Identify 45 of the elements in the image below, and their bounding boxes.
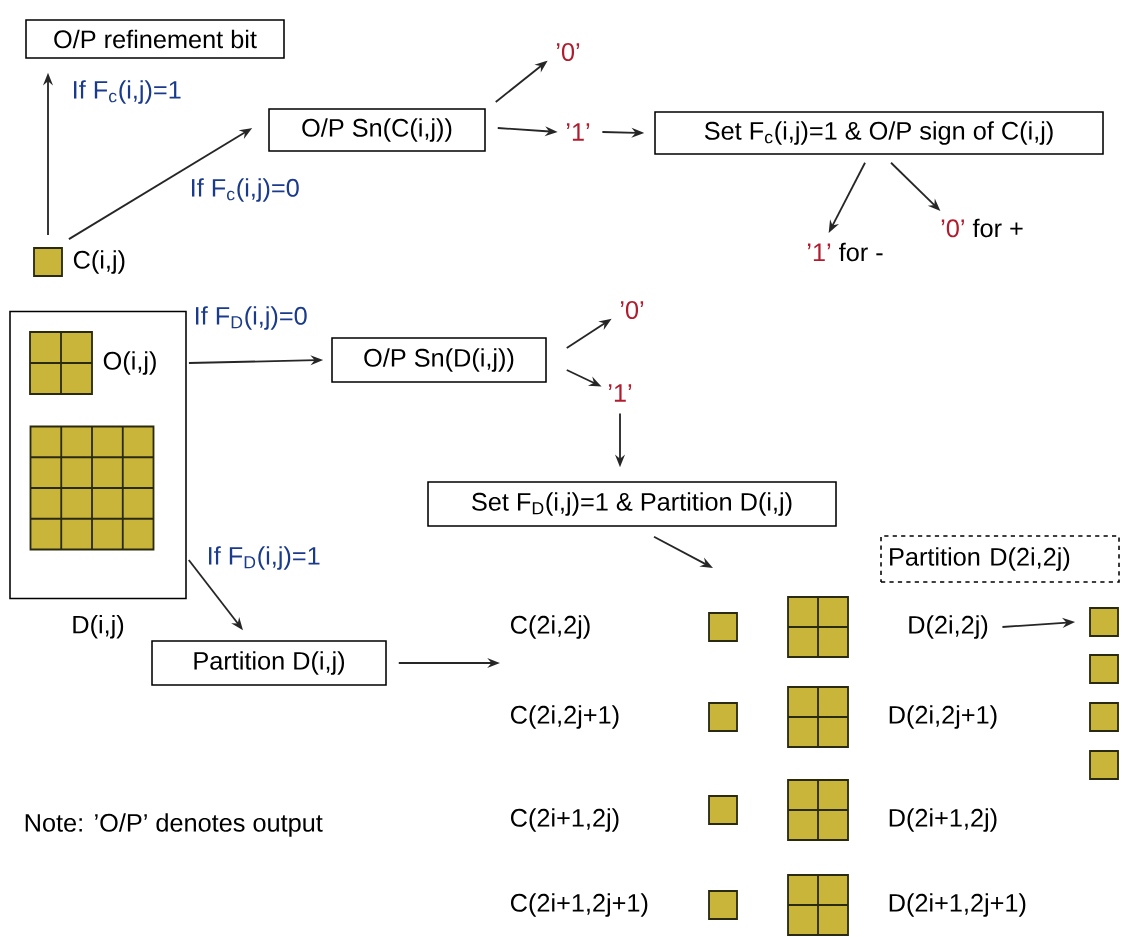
condition-label: If F$_{D}$(i,j)=1 [209,546,320,570]
coefficient-square [708,890,738,920]
process-box: O/P Sn(C(i,j)) [268,108,486,152]
condition-label: If F$_{c}$(i,j)=0 [192,178,299,202]
block-label: C(2i,2j) [510,615,590,639]
block-label: D(2i+1,2j) [889,808,997,832]
block-grid [787,596,849,658]
dashed-box: Partition D(2i,2j) [880,535,1120,583]
block-label: D(2i,2j+1) [889,705,997,729]
bit-value: ’1’ [608,384,632,402]
process-box: Set F$_{c}$(i,j)=1 & O/P sign of C(i,j) [654,111,1104,155]
bit-value: ’1’ [566,123,590,141]
bit-value: ’0’ [556,43,580,61]
note-text: Note: ’O/P’ denotes output [25,813,323,837]
condition-label: If F$_{c}$(i,j)=1 [74,80,181,104]
bit-value: ’0’ [620,301,644,319]
coefficient-square [1089,702,1119,732]
block-label: O(i,j) [103,351,156,375]
block-grid [787,686,849,748]
block-label: C(i,j) [73,250,125,274]
coefficient-square [33,247,63,277]
block-grid [787,779,849,841]
bit-value: ’0’ for + [941,218,1023,238]
coefficient-square [708,795,738,825]
block-grid [29,331,93,395]
process-box: O/P refinement bit [25,19,285,59]
coefficient-square [1089,607,1119,637]
process-box: Set F$_{D}$(i,j)=1 & Partition D(i,j) [427,481,837,527]
process-box: Partition D(i,j) [151,640,387,686]
block-grid [29,425,155,551]
coefficient-square [1089,750,1119,780]
coefficient-square [1089,654,1119,684]
coefficient-square [708,702,738,732]
process-box: O/P Sn(D(i,j)) [331,337,547,383]
block-grid [787,874,849,936]
coefficient-square [708,612,738,642]
block-label: D(2i,2j) [909,615,988,639]
block-label: D(2i+1,2j+1) [889,893,1026,917]
block-frame [9,310,187,600]
block-label: D(i,j) [73,614,124,639]
block-label: C(2i+1,2j+1) [510,893,648,917]
bit-value: ’1’ for - [807,242,883,262]
block-label: C(2i+1,2j) [510,808,619,832]
block-label: C(2i,2j+1) [510,705,619,729]
condition-label: If F$_{D}$(i,j)=0 [196,306,307,330]
